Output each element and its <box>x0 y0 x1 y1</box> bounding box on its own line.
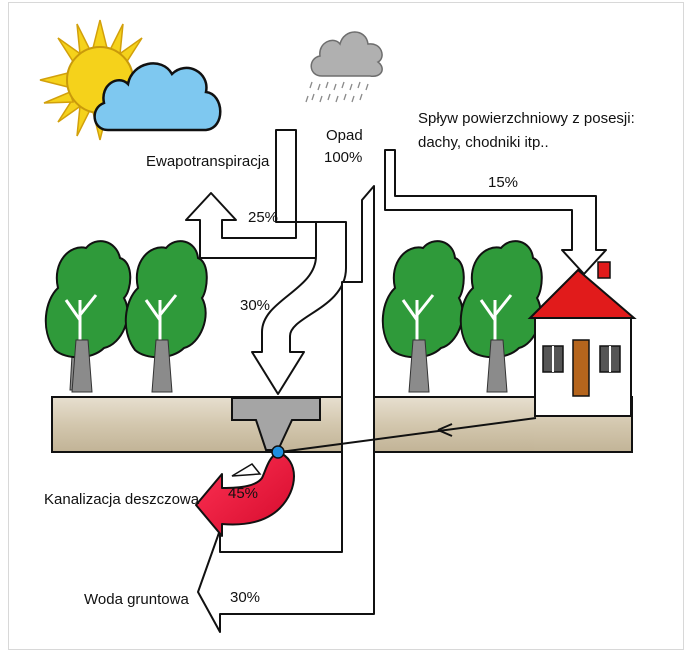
tree-icon <box>124 240 208 393</box>
groundwater-arrow <box>197 185 375 633</box>
precipitation-value: 100% <box>324 149 363 166</box>
runoff-arrow <box>384 149 607 275</box>
groundwater-label: Woda gruntowa <box>84 591 189 608</box>
storm-sewer-label: Kanalizacja deszczowa <box>44 491 200 508</box>
infiltration-arrow <box>251 221 347 395</box>
storm-sewer-value: 45% <box>228 485 259 502</box>
evapotranspiration-label: Ewapotranspiracja <box>146 153 270 170</box>
runoff-value: 15% <box>488 174 519 191</box>
runoff-pipe-line <box>279 417 537 453</box>
groundwater-value: 30% <box>230 589 261 606</box>
diagram-frame <box>8 2 684 650</box>
sun-icon <box>39 19 161 141</box>
storm-sewer-arrow <box>195 451 295 537</box>
runoff-label-line2: dachy, chodniki itp.. <box>418 134 549 151</box>
tree-icon <box>381 240 465 393</box>
evapotranspiration-arrow <box>185 129 319 259</box>
drain-node <box>271 445 285 459</box>
cloud-icon <box>93 62 222 132</box>
tree-icon <box>459 240 543 393</box>
pipe-arrowhead <box>437 423 453 437</box>
rain-cloud-icon <box>305 31 383 103</box>
precipitation-label: Opad <box>326 127 363 144</box>
house-icon <box>527 261 637 417</box>
evapotranspiration-value: 25% <box>248 209 279 226</box>
infiltration-value: 30% <box>240 297 271 314</box>
tree-icon <box>44 240 132 393</box>
runoff-label-line1: Spływ powierzchniowy z posesji: <box>418 110 635 127</box>
